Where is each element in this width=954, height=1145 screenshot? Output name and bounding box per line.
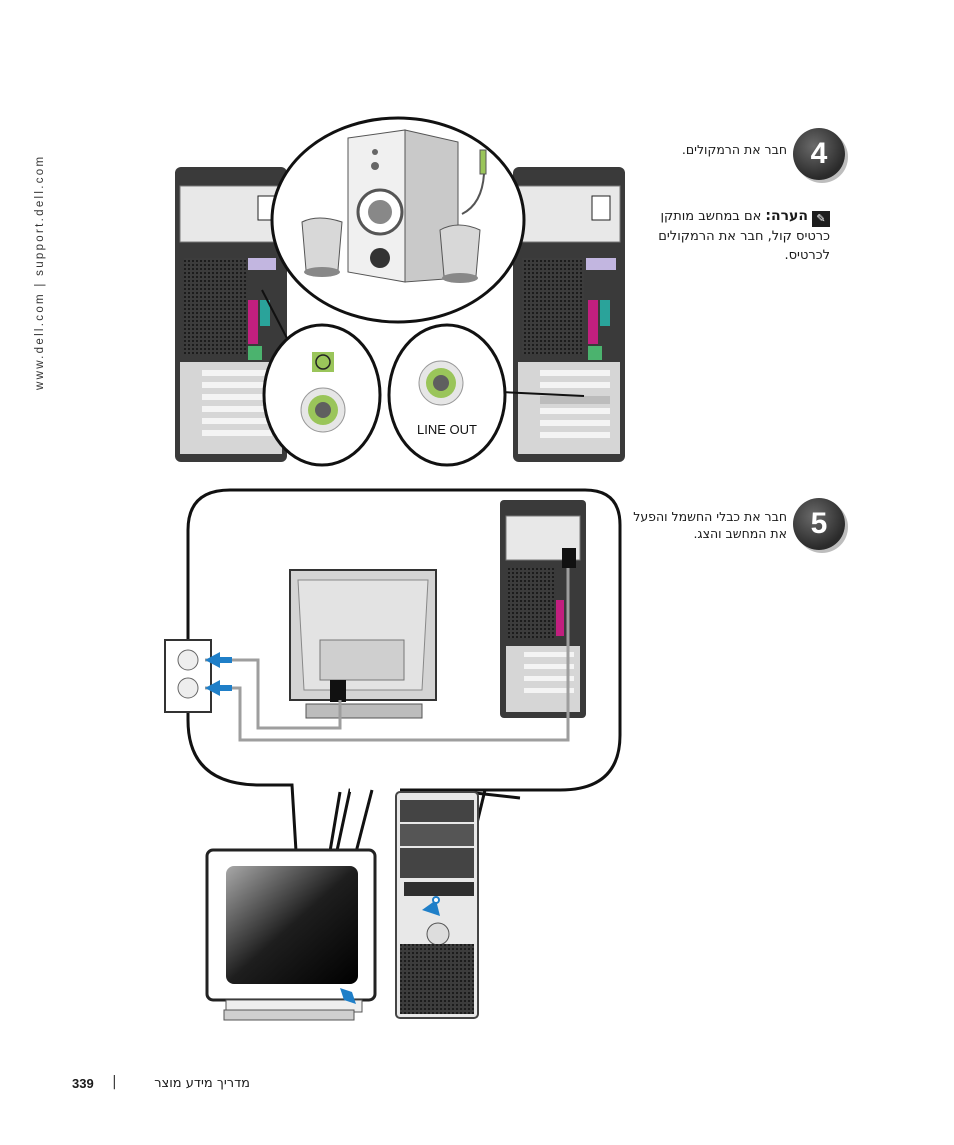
note-label: הערה: bbox=[765, 208, 808, 224]
computer-back-left bbox=[175, 167, 287, 462]
pencil-note-icon: ✎ bbox=[812, 211, 830, 227]
computer-back-right bbox=[513, 167, 625, 462]
step-5-text: חבר את כבלי החשמל והפעל את המחשב והצג. bbox=[633, 509, 787, 541]
note-text: אם במחשב מותקן כרטיס קול, חבר את הרמקולי… bbox=[658, 209, 830, 263]
step-4-note: ✎הערה: אם במחשב מותקן כרטיס קול, חבר את … bbox=[650, 207, 830, 265]
monitor-back bbox=[289, 569, 437, 719]
line-out-port-zoom-right: LINE OUT bbox=[387, 323, 507, 467]
page-number: 339 bbox=[72, 1076, 94, 1091]
monitor-front bbox=[205, 848, 377, 1021]
tower-back bbox=[500, 500, 586, 718]
line-out-port-zoom-left bbox=[262, 323, 382, 467]
power-arrows bbox=[205, 652, 232, 696]
footer-title: מדריך מידע מוצר bbox=[154, 1076, 250, 1091]
step-5-marker: 5 bbox=[793, 498, 845, 550]
speakers-callout bbox=[270, 116, 526, 324]
wall-outlet bbox=[164, 639, 212, 713]
footer-separator: | bbox=[112, 1074, 117, 1090]
line-out-label: LINE OUT bbox=[417, 422, 477, 437]
power-button[interactable] bbox=[432, 896, 440, 904]
computer-front bbox=[395, 791, 479, 1019]
power-button-arrow bbox=[422, 900, 440, 916]
step-4-marker: 4 bbox=[793, 128, 845, 180]
step-4-text: חבר את הרמקולים. bbox=[681, 142, 787, 157]
